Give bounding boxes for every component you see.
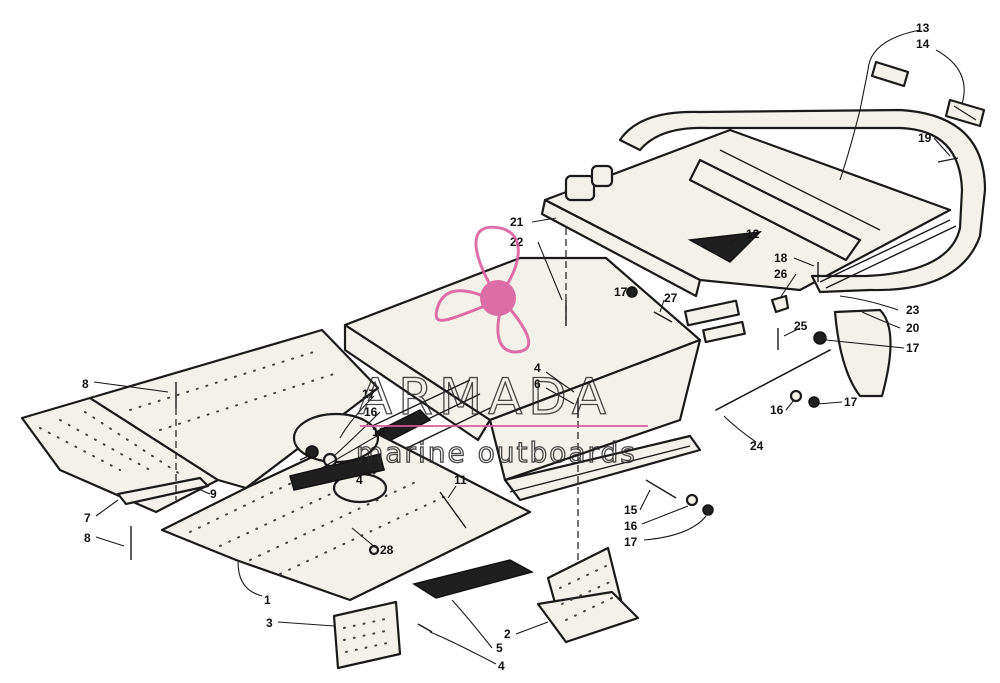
side-panel-20 <box>833 308 892 398</box>
callout-17-lower: 17 <box>624 535 638 549</box>
callout-9: 9 <box>210 487 217 501</box>
callout-25: 25 <box>794 319 808 333</box>
tunnel-deck-center <box>343 256 702 482</box>
washer-16-c <box>685 493 699 507</box>
washer-16-b <box>789 389 803 403</box>
screw-4 <box>417 623 433 633</box>
nut-17-c <box>813 331 827 345</box>
callout-17-tube: 17 <box>844 395 858 409</box>
mount-bracket-2 <box>536 546 640 644</box>
bracket-7 <box>116 476 210 506</box>
callout-26: 26 <box>774 267 788 281</box>
callout-21: 21 <box>510 215 524 229</box>
callout-17-mid: 17 <box>614 285 628 299</box>
plate-5 <box>412 559 534 599</box>
callout-4-bottom: 4 <box>498 659 505 673</box>
bolt-27 <box>653 311 673 323</box>
bolt-15 <box>645 479 677 499</box>
bottom-pan <box>160 428 532 602</box>
callout-17-left: 17 <box>362 387 376 401</box>
callout-10: 10 <box>372 425 386 439</box>
callout-24: 24 <box>750 439 764 453</box>
leader-lines <box>93 29 965 665</box>
nut-17-d <box>808 396 820 408</box>
clip-26 <box>770 294 790 314</box>
right-runner <box>503 434 702 502</box>
nut-17-b <box>626 286 638 298</box>
block-27-a <box>684 299 740 327</box>
rear-bumper-23 <box>618 108 987 294</box>
plate-3 <box>332 600 402 670</box>
callout-12: 12 <box>746 227 760 241</box>
block-27-b <box>702 320 746 344</box>
callout-27: 27 <box>664 291 678 305</box>
pin-11 <box>439 491 467 529</box>
callout-8-bottom: 8 <box>84 531 91 545</box>
watermark-tagline: marine outboards <box>356 436 637 469</box>
reflector-13 <box>870 60 910 88</box>
rivet-28 <box>368 544 380 556</box>
callout-16-right: 16 <box>770 403 784 417</box>
callout-16-left: 16 <box>364 405 378 419</box>
watermark: ARMADA marine outboards <box>355 225 648 470</box>
callout-2: 2 <box>504 627 511 641</box>
callout-20: 20 <box>906 321 920 335</box>
callout-labels: 1 2 3 4 4 4 5 6 7 8 8 9 10 11 12 13 14 1… <box>82 21 932 673</box>
callout-6: 6 <box>534 377 541 391</box>
callout-11: 11 <box>454 473 467 487</box>
callout-14: 14 <box>916 37 930 51</box>
screw-19 <box>937 157 959 163</box>
watermark-brand: ARMADA <box>358 368 612 426</box>
callout-8-top: 8 <box>82 377 89 391</box>
nut-17-a <box>305 445 319 459</box>
callout-13: 13 <box>916 21 930 35</box>
callout-7: 7 <box>84 511 91 525</box>
callout-23: 23 <box>906 303 920 317</box>
inner-brace-12 <box>687 158 862 263</box>
callout-4-top: 4 <box>534 361 541 375</box>
callout-3: 3 <box>266 616 273 630</box>
callout-17-right: 17 <box>906 341 920 355</box>
callout-18: 18 <box>774 251 788 265</box>
callout-1: 1 <box>264 593 271 607</box>
hinge-blocks <box>564 164 614 202</box>
nut-17-e <box>702 504 714 516</box>
callout-19: 19 <box>918 131 932 145</box>
propeller-icon <box>434 225 531 354</box>
callout-16-lower: 16 <box>624 519 638 533</box>
callout-5: 5 <box>496 641 503 655</box>
callout-28: 28 <box>380 543 394 557</box>
callout-4-bearing: 4 <box>356 473 363 487</box>
callout-15: 15 <box>624 503 638 517</box>
